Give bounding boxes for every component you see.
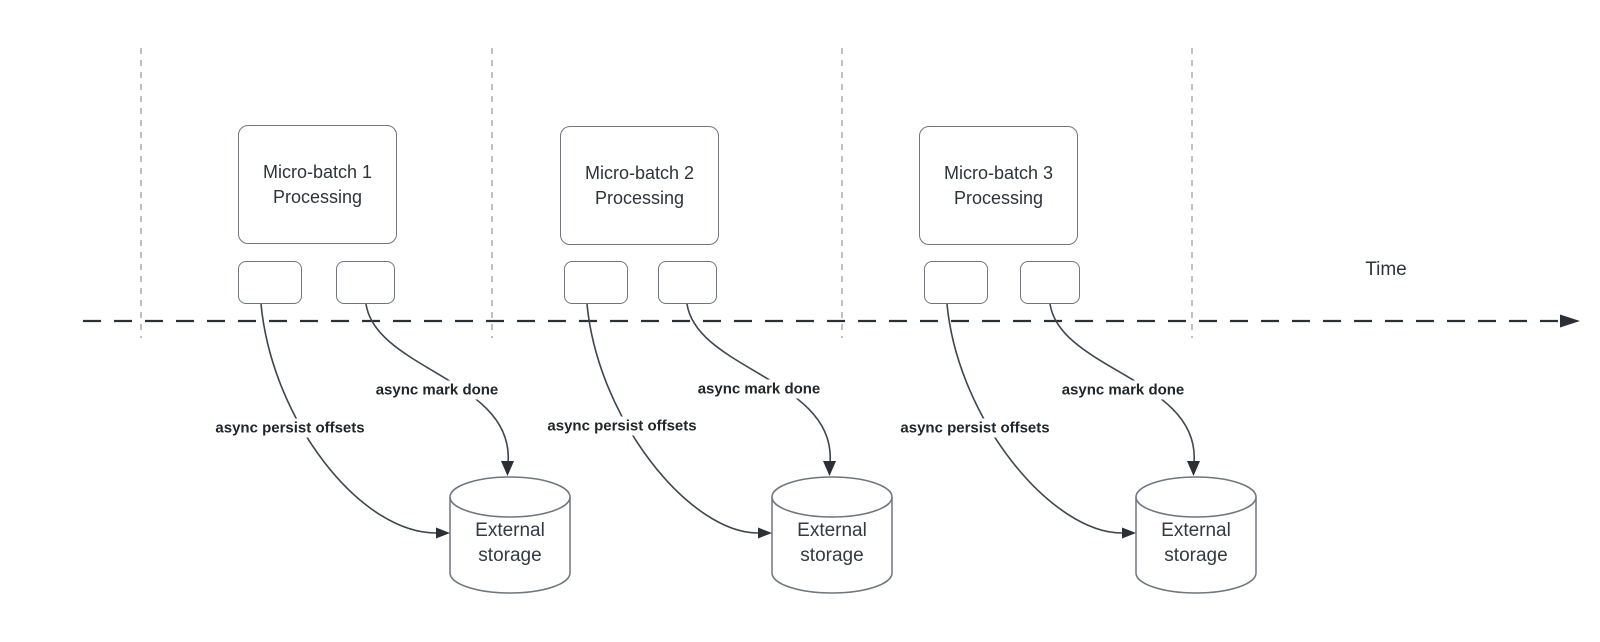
persist-offsets-arrow bbox=[260, 303, 437, 534]
mark-done-arrowhead-icon bbox=[1187, 461, 1200, 476]
external-storage-cylinder bbox=[449, 476, 571, 594]
persist-offsets-label: async persist offsets bbox=[897, 418, 1053, 438]
persist-task-box bbox=[564, 261, 628, 304]
external-storage-line2: storage bbox=[800, 545, 864, 566]
mark-done-arrow bbox=[1049, 303, 1195, 464]
persist-offsets-arrowhead-icon bbox=[758, 527, 772, 539]
persist-offsets-arrow bbox=[586, 303, 759, 534]
micro-batch-title-line1: Micro-batch 2 bbox=[584, 162, 695, 183]
external-storage-line2: storage bbox=[478, 545, 542, 566]
persist-offsets-arrow bbox=[946, 303, 1123, 534]
persist-task-box bbox=[924, 261, 988, 304]
micro-batch-title-line1: Micro-batch 3 bbox=[943, 162, 1054, 183]
external-storage-label: External storage bbox=[1161, 518, 1231, 568]
time-axis-arrowhead-icon bbox=[1560, 314, 1580, 328]
mark-done-task-box bbox=[658, 261, 717, 304]
persist-offsets-arrowhead-icon bbox=[1122, 527, 1136, 539]
mark-done-label: async mark done bbox=[694, 379, 824, 399]
persist-task-box bbox=[238, 261, 302, 304]
external-storage-cylinder bbox=[771, 476, 893, 594]
external-storage-label: External storage bbox=[475, 518, 545, 568]
mark-done-label: async mark done bbox=[1058, 380, 1188, 400]
micro-batch-title-line2: Processing bbox=[272, 186, 363, 207]
mark-done-task-box bbox=[1020, 261, 1080, 304]
persist-offsets-label: async persist offsets bbox=[544, 416, 700, 436]
external-storage-line2: storage bbox=[1164, 545, 1228, 566]
micro-batch-title-line1: Micro-batch 1 bbox=[262, 161, 373, 182]
persist-offsets-arrowhead-icon bbox=[436, 527, 450, 539]
time-axis-label: Time bbox=[1365, 259, 1407, 280]
mark-done-arrowhead-icon bbox=[823, 461, 836, 476]
micro-batch-processing-box: Micro-batch 2 Processing bbox=[560, 126, 719, 245]
mark-done-arrow bbox=[686, 303, 831, 464]
micro-batch-processing-box: Micro-batch 3 Processing bbox=[919, 126, 1078, 245]
mark-done-label: async mark done bbox=[372, 380, 502, 400]
external-storage-line1: External bbox=[1161, 520, 1231, 541]
micro-batch-processing-box: Micro-batch 1 Processing bbox=[238, 125, 397, 244]
external-storage-cylinder bbox=[1135, 476, 1257, 594]
mark-done-arrowhead-icon bbox=[501, 461, 514, 476]
mark-done-task-box bbox=[336, 261, 395, 304]
external-storage-line1: External bbox=[797, 520, 867, 541]
external-storage-line1: External bbox=[475, 520, 545, 541]
persist-offsets-label: async persist offsets bbox=[212, 418, 368, 438]
micro-batch-title-line2: Processing bbox=[953, 187, 1044, 208]
mark-done-arrow bbox=[365, 303, 509, 464]
micro-batch-title-line2: Processing bbox=[594, 187, 685, 208]
external-storage-label: External storage bbox=[797, 518, 867, 568]
